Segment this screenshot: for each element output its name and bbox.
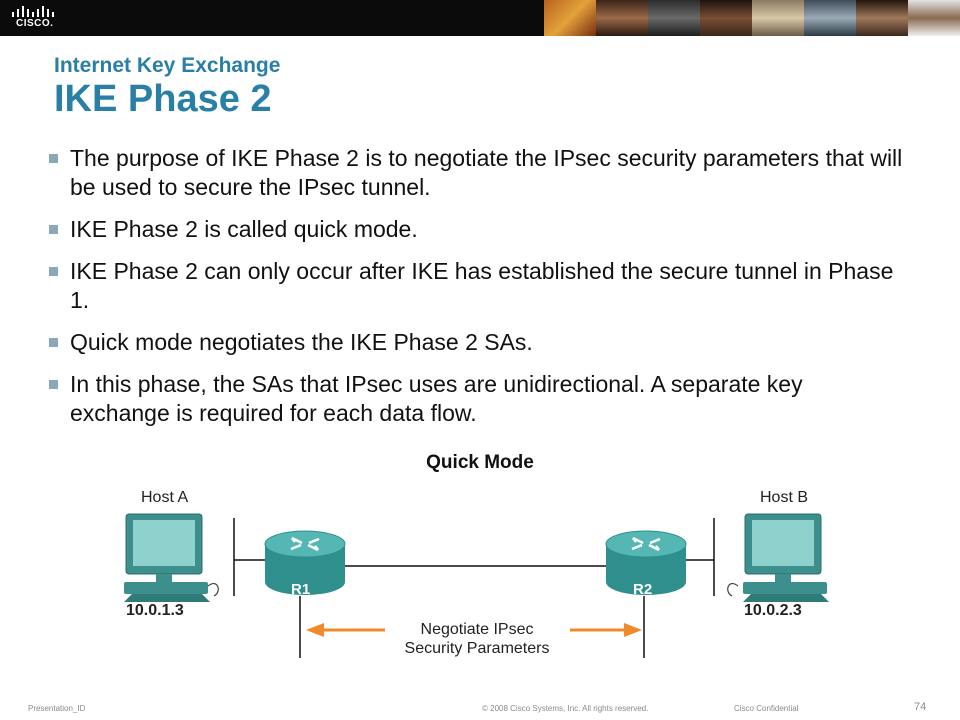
network-diagram: Host A 10.0.1.3 Host B 10.0.2.3 R1 R2 Ne… bbox=[110, 478, 850, 668]
bullet-square-icon bbox=[49, 154, 58, 163]
banner-photo bbox=[648, 0, 700, 36]
bullet-square-icon bbox=[49, 380, 58, 389]
bullet-item: In this phase, the SAs that IPsec uses a… bbox=[48, 370, 908, 428]
router-r1-icon bbox=[264, 530, 346, 595]
diagram-title: Quick Mode bbox=[426, 452, 534, 473]
bullet-text: IKE Phase 2 is called quick mode. bbox=[70, 216, 418, 242]
router-r2-label: R2 bbox=[633, 581, 653, 598]
left-arrow-icon bbox=[306, 623, 385, 637]
bullet-text: IKE Phase 2 can only occur after IKE has… bbox=[70, 258, 894, 313]
bullet-square-icon bbox=[49, 225, 58, 234]
host-a-computer-icon bbox=[124, 513, 219, 602]
host-b-label: Host B bbox=[760, 489, 809, 506]
banner-photo bbox=[804, 0, 856, 36]
negotiate-line-1: Negotiate IPsec bbox=[420, 621, 534, 638]
footer-presentation-id: Presentation_ID bbox=[28, 704, 86, 713]
bullet-text: The purpose of IKE Phase 2 is to negotia… bbox=[70, 145, 903, 200]
page-number: 74 bbox=[914, 701, 927, 713]
slide-title: IKE Phase 2 bbox=[54, 78, 272, 120]
slide-subtitle: Internet Key Exchange bbox=[54, 54, 281, 77]
bullet-item: IKE Phase 2 can only occur after IKE has… bbox=[48, 257, 908, 315]
cisco-bars-icon bbox=[12, 6, 54, 17]
footer-copyright: © 2008 Cisco Systems, Inc. All rights re… bbox=[482, 704, 649, 713]
host-a-label: Host A bbox=[141, 489, 189, 506]
host-a-ip: 10.0.1.3 bbox=[126, 602, 184, 619]
bullet-text: Quick mode negotiates the IKE Phase 2 SA… bbox=[70, 329, 533, 355]
bullet-text: In this phase, the SAs that IPsec uses a… bbox=[70, 371, 803, 426]
router-r2-icon bbox=[605, 530, 687, 595]
banner-photo bbox=[856, 0, 908, 36]
right-arrow-icon bbox=[570, 623, 642, 637]
logo-text: CISCO. bbox=[16, 18, 54, 29]
banner-photo bbox=[700, 0, 752, 36]
bullet-item: The purpose of IKE Phase 2 is to negotia… bbox=[48, 144, 908, 202]
router-r1-label: R1 bbox=[291, 581, 311, 598]
host-b-computer-icon bbox=[727, 513, 829, 602]
bullet-list: The purpose of IKE Phase 2 is to negotia… bbox=[48, 144, 908, 441]
bullet-square-icon bbox=[49, 338, 58, 347]
cisco-logo: CISCO. bbox=[10, 4, 60, 32]
negotiate-line-2: Security Parameters bbox=[404, 640, 550, 657]
footer-confidential: Cisco Confidential bbox=[734, 704, 799, 713]
host-b-ip: 10.0.2.3 bbox=[744, 602, 802, 619]
top-banner: CISCO. bbox=[0, 0, 960, 36]
bullet-item: IKE Phase 2 is called quick mode. bbox=[48, 215, 908, 244]
banner-photo bbox=[596, 0, 648, 36]
banner-photo bbox=[752, 0, 804, 36]
network-diagram-graphic bbox=[124, 513, 829, 658]
photo-strip bbox=[544, 0, 960, 36]
banner-photo bbox=[544, 0, 596, 36]
bullet-square-icon bbox=[49, 267, 58, 276]
bullet-item: Quick mode negotiates the IKE Phase 2 SA… bbox=[48, 328, 908, 357]
banner-photo bbox=[908, 0, 960, 36]
negotiate-label: Negotiate IPsec Security Parameters bbox=[392, 620, 562, 658]
